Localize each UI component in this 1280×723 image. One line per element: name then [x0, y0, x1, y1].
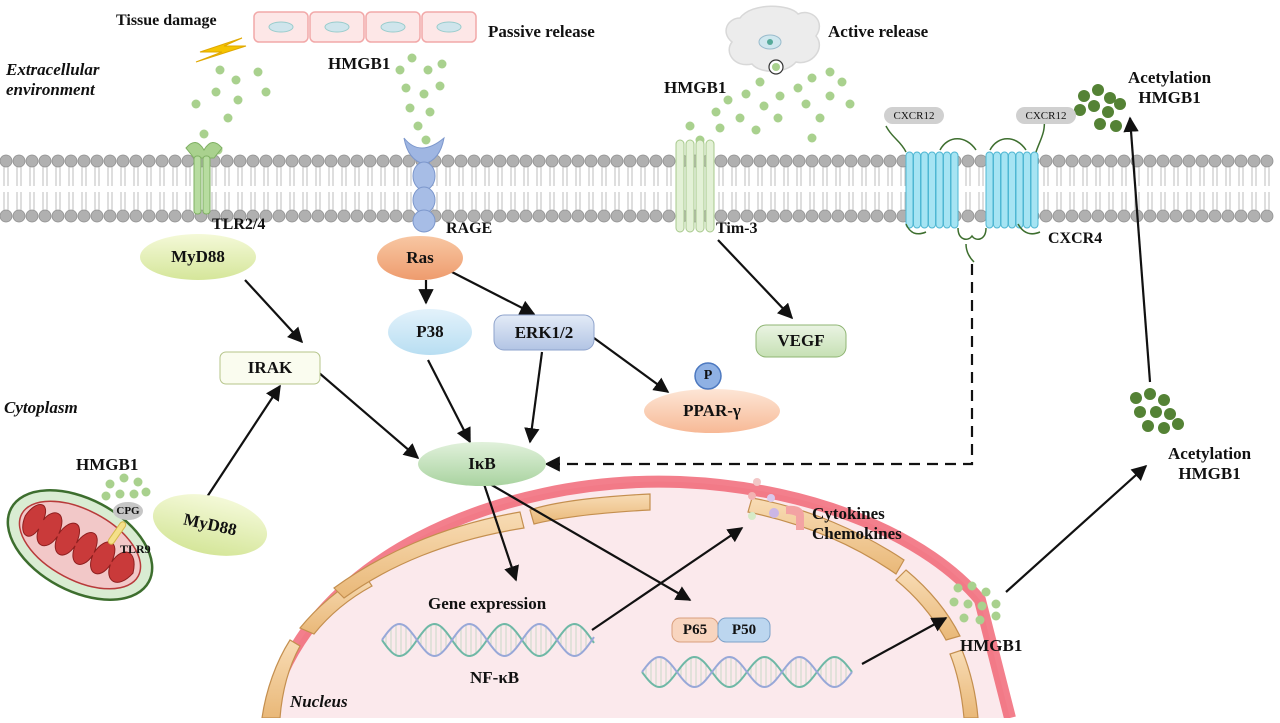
p65-label: P65: [682, 621, 708, 638]
tlr-receptor: [185, 142, 223, 215]
tlr9-label: TLR9: [120, 542, 151, 556]
hmgb1-active-label: HMGB1: [664, 78, 727, 97]
acetylation-mid-label: Acetylation HMGB1: [1168, 444, 1252, 483]
p-label: P: [703, 368, 713, 383]
rage-receptor: [403, 136, 445, 233]
myd88-top-shape: [140, 234, 256, 280]
irak-label: IRAK: [247, 358, 293, 377]
ppar-label: PPAR-γ: [683, 401, 741, 420]
lightning-icon: [195, 37, 247, 63]
acetylation-top-label: Acetylation HMGB1: [1128, 68, 1212, 107]
tlr9-receptor: [107, 502, 143, 545]
cytoplasm-label: Cytoplasm: [4, 398, 78, 417]
vegf-label: VEGF: [777, 331, 825, 350]
cxcr12-right-shape: [1016, 107, 1076, 124]
ikb-label: IκB: [468, 454, 496, 473]
cell-membrane: [0, 154, 1274, 223]
myd88-top-label: MyD88: [171, 247, 225, 266]
ras-label: Ras: [406, 248, 434, 267]
p50-shape: [717, 617, 771, 643]
p-phosphate-shape: [694, 362, 722, 390]
active-release-label: Active release: [828, 22, 929, 41]
passive-release-label: Passive release: [488, 22, 595, 41]
hmgb1-mito-label: HMGB1: [76, 455, 139, 474]
erk-label: ERK1/2: [514, 322, 574, 342]
cxcr12-left-shape: [884, 107, 944, 124]
p38-label: P38: [416, 322, 444, 341]
rage-label: RAGE: [446, 220, 493, 237]
cxcr4-receptor: [905, 151, 1039, 229]
nfkb-label: NF-κB: [470, 668, 520, 687]
active-release-cell: [725, 5, 821, 75]
cpg-label: CPG: [116, 505, 140, 517]
cytokine-icon: [748, 478, 804, 530]
vegf-shape: [755, 324, 847, 358]
erk-shape: [493, 314, 595, 351]
gene-expression-label: Gene expression: [428, 594, 547, 613]
cxcr12-left-label: CXCR12: [893, 109, 935, 122]
tissue-damage-label: Tissue damage: [116, 12, 217, 29]
irak-shape: [219, 351, 321, 385]
tlr-label: TLR2/4: [212, 216, 266, 233]
tissue-cells: [253, 11, 477, 43]
cxcr4-label: CXCR4: [1048, 230, 1103, 247]
cytokines-label: Cytokines Chemokines: [812, 504, 902, 543]
hmgb1-nuclear-label: HMGB1: [960, 636, 1023, 655]
tim3-receptor: [675, 139, 715, 233]
ikb-shape: [418, 442, 546, 486]
ppar-shape: [644, 389, 780, 433]
nucleus-label: Nucleus: [290, 692, 348, 711]
p38-shape: [388, 309, 472, 355]
tim3-label: Tim-3: [716, 220, 758, 237]
nuclear-envelope-segments: [261, 493, 979, 719]
p50-label: P50: [731, 621, 757, 638]
dna-helices: [381, 622, 853, 689]
hmgb1-passive-label: HMGB1: [328, 54, 391, 73]
mitochondrion-icon: [6, 489, 154, 601]
extracellular-label: Extracellular environment: [6, 60, 100, 99]
ras-shape: [377, 236, 463, 280]
hmgb1-dots: [101, 53, 1184, 625]
myd88-bottom-shape: [152, 494, 268, 556]
signal-arrows: [204, 116, 1152, 665]
cxcr12-right-label: CXCR12: [1025, 109, 1067, 122]
